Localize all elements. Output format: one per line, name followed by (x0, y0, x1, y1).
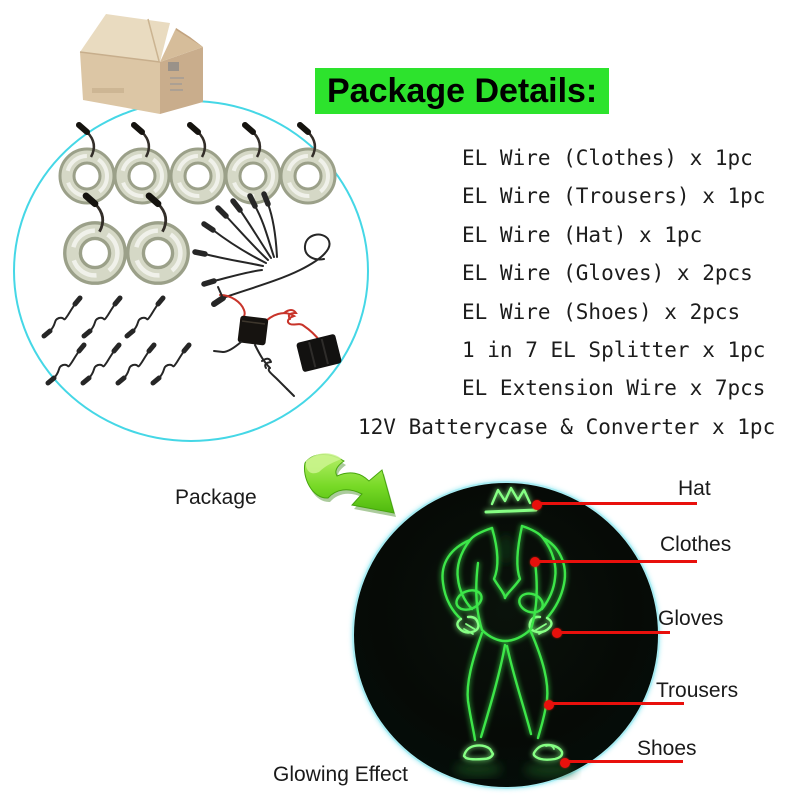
glowing-suit-figure-icon (441, 486, 576, 778)
glowing-effect-circle (352, 481, 660, 789)
callout-trousers-label: Trousers (656, 679, 739, 702)
package-list-item: 12V Batterycase & Converter x 1pc (358, 414, 776, 439)
callout-hat-label: Hat (678, 477, 711, 500)
package-list-item: EL Wire (Trousers) x 1pc (462, 184, 766, 209)
package-list-item: EL Wire (Hat) x 1pc (462, 222, 703, 247)
callout-clothes-line (535, 560, 697, 563)
package-caption: Package (175, 486, 257, 509)
package-list-item: EL Extension Wire x 7pcs (462, 376, 766, 401)
callout-shoes-label: Shoes (637, 737, 697, 760)
callout-trousers-line (549, 702, 684, 705)
cardboard-box-icon (79, 14, 203, 114)
callout-shoes-dot (560, 758, 570, 768)
package-list-item: EL Wire (Shoes) x 2pcs (462, 299, 741, 324)
callout-hat-dot (532, 500, 542, 510)
package-contents-circle (13, 100, 369, 442)
callout-shoes-line (565, 760, 683, 763)
callout-clothes-label: Clothes (660, 533, 732, 556)
package-list: EL Wire (Clothes) x 1pc EL Wire (Trouser… (358, 139, 775, 446)
callout-gloves-line (557, 631, 670, 634)
callout-hat-line (537, 502, 697, 505)
page-title: Package Details: (315, 68, 610, 114)
callout-gloves-label: Gloves (658, 607, 724, 630)
package-list-item: EL Wire (Gloves) x 2pcs (462, 261, 753, 286)
package-list-item: 1 in 7 EL Splitter x 1pc (462, 338, 766, 363)
callout-gloves-dot (552, 628, 562, 638)
package-list-item: EL Wire (Clothes) x 1pc (462, 146, 753, 170)
callout-trousers-dot (544, 700, 554, 710)
callout-clothes-dot (530, 557, 540, 567)
glowing-effect-caption: Glowing Effect (273, 763, 409, 786)
